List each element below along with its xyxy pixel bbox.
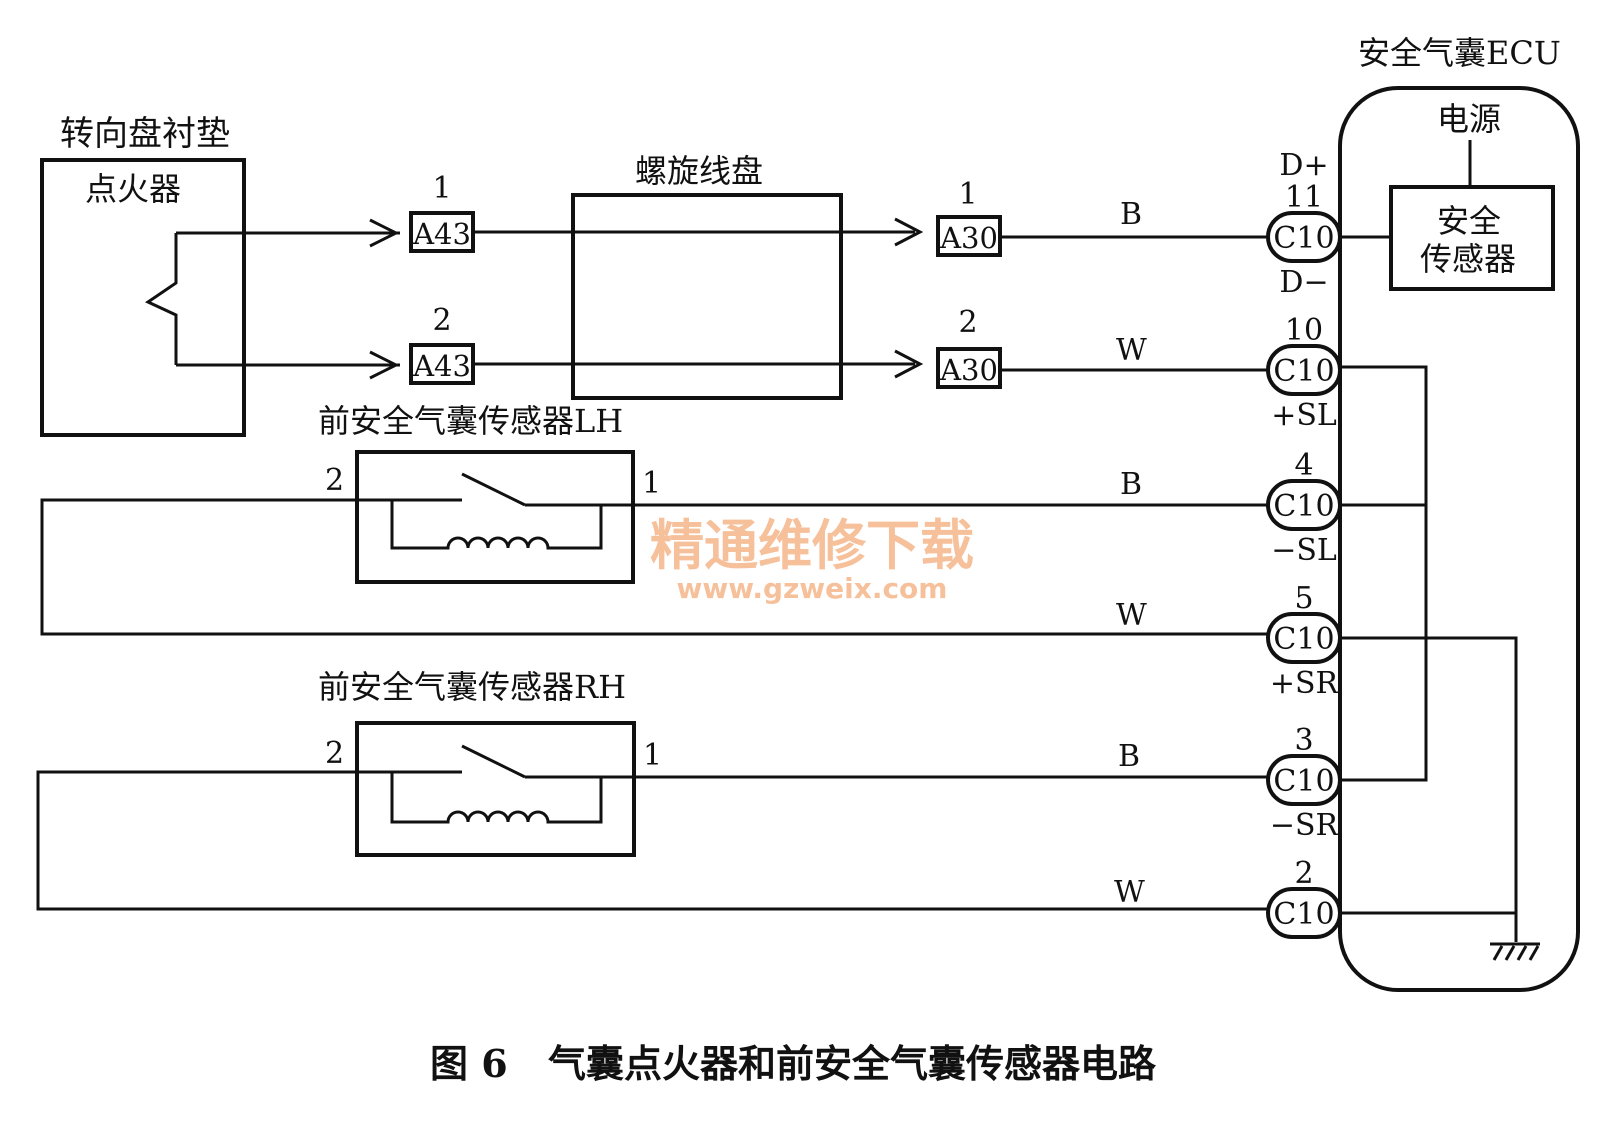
c10-terminal-body xyxy=(1266,211,1342,263)
a30-bottom-pin: 2 xyxy=(958,305,977,340)
c10-terminal-pin: 10 xyxy=(1285,313,1323,348)
c10-terminal-pin: 5 xyxy=(1294,581,1313,616)
spiral-cable-box xyxy=(571,193,843,400)
c10-terminal-body xyxy=(1266,612,1342,664)
sensor-rh-switch xyxy=(461,744,526,779)
wire-sl-plus-return xyxy=(40,498,1268,636)
c10-terminal-label: C10 xyxy=(1273,764,1334,799)
ecu-terminals: C1011D+D−C1010+SLC104−SLC105+SRC103−SRC1… xyxy=(1266,148,1342,939)
ecu-wire-sl-sr-link xyxy=(1340,365,1428,782)
c10-terminal-signal: +SR xyxy=(1270,666,1340,701)
c10-terminal-pin: 11 xyxy=(1285,180,1323,215)
c10-terminal: C10 5 +SR xyxy=(1266,581,1342,701)
c10-terminal-label: C10 xyxy=(1273,489,1334,524)
sensor-lh-coil xyxy=(390,500,603,550)
connector-a43-bottom: 2 A43 xyxy=(409,303,475,385)
steering-pad-box xyxy=(40,158,246,437)
a43-top-pin: 1 xyxy=(432,171,451,206)
sensor-lh-pin-right: 1 xyxy=(642,466,661,501)
safing-sensor-label-2: 传感器 xyxy=(1420,240,1516,278)
c10-terminal-signal: −SL xyxy=(1271,533,1337,568)
arrow-a43-bottom xyxy=(369,350,400,380)
connector-a30-bottom: 2 A30 xyxy=(936,305,1002,389)
c10-terminal: C10 10 +SL xyxy=(1266,313,1342,433)
a43-bottom-pin: 2 xyxy=(432,303,451,338)
c10-terminal-signal-above: D+ xyxy=(1279,148,1328,183)
c10-terminal-body xyxy=(1266,479,1342,531)
c10-terminal-label: C10 xyxy=(1273,354,1334,389)
ecu-title: 安全气囊ECU xyxy=(1358,34,1561,72)
igniter-symbol xyxy=(144,233,178,365)
c10-terminal-pin: 3 xyxy=(1294,723,1313,758)
wire-color-label: B xyxy=(1120,467,1142,502)
sensor-rh-pin-right: 1 xyxy=(643,738,662,773)
wire-color-labels: B W B W B W xyxy=(1114,197,1147,910)
wire-color-label: B xyxy=(1118,739,1140,774)
arrow-a43-top xyxy=(369,218,400,248)
sensor-lh-box xyxy=(355,450,635,584)
c10-terminal-signal: +SL xyxy=(1271,398,1337,433)
wire-color-label: W xyxy=(1116,598,1147,633)
c10-terminal-label: C10 xyxy=(1273,221,1334,256)
watermark: 精通维修下载 www.gzweix.com xyxy=(650,514,974,605)
steering-pad-block: 转向盘衬垫 点火器 xyxy=(40,114,246,437)
sensor-rh-box xyxy=(355,721,636,857)
c10-terminal-signal: D− xyxy=(1279,265,1328,300)
a43-top-label: A43 xyxy=(412,217,471,251)
a30-top-pin: 1 xyxy=(958,177,977,212)
steering-pad-title: 转向盘衬垫 xyxy=(60,114,230,154)
c10-terminal-label: C10 xyxy=(1273,897,1334,932)
connector-a43-top: 1 A43 xyxy=(409,171,475,253)
c10-terminal-pin: 4 xyxy=(1294,448,1313,483)
c10-terminal-body xyxy=(1266,754,1342,806)
c10-terminal: C10 4 −SL xyxy=(1266,448,1342,568)
ecu-power-label: 电源 xyxy=(1437,100,1501,138)
arrow-a30-top xyxy=(894,217,924,247)
spiral-cable-title: 螺旋线盘 xyxy=(635,152,763,190)
arrow-a30-bottom xyxy=(894,349,924,379)
connector-a30-top: 1 A30 xyxy=(936,177,1002,257)
c10-terminal-pin: 2 xyxy=(1294,856,1313,891)
wire-color-label: W xyxy=(1114,875,1145,910)
a30-top-label: A30 xyxy=(939,221,998,255)
sensor-rh-title: 前安全气囊传感器RH xyxy=(318,668,626,706)
c10-terminal: C10 3 −SR xyxy=(1266,723,1342,843)
c10-terminal-signal: −SR xyxy=(1270,808,1340,843)
a43-bottom-label: A43 xyxy=(412,349,471,383)
c10-terminal-body xyxy=(1266,887,1342,939)
ground-symbol xyxy=(1490,942,1540,961)
c10-terminal-label: C10 xyxy=(1273,622,1334,657)
a30-bottom-box xyxy=(936,347,1002,389)
safing-sensor-label-1: 安全 xyxy=(1437,202,1501,240)
ecu-wire-ground-path xyxy=(1340,636,1518,942)
wire-sr-plus-return xyxy=(36,770,1268,911)
sensor-lh-switch xyxy=(461,472,526,507)
watermark-title: 精通维修下载 xyxy=(650,514,974,577)
a30-bottom-label: A30 xyxy=(939,353,998,387)
sensor-lh-block: 前安全气囊传感器LH 2 1 xyxy=(318,402,661,584)
sensor-rh-coil xyxy=(390,772,603,824)
watermark-url: www.gzweix.com xyxy=(677,572,948,605)
sensor-rh-pin-left: 2 xyxy=(325,736,344,771)
c10-terminal: C10 11D+ D− xyxy=(1266,148,1342,300)
ecu-block: 安全气囊ECU 电源 安全 传感器 xyxy=(1338,34,1580,992)
wire-color-label: B xyxy=(1120,197,1142,232)
igniter-label: 点火器 xyxy=(85,170,181,208)
spiral-cable-block: 螺旋线盘 xyxy=(571,152,843,400)
caption-figure-number: 图 6 xyxy=(430,1041,508,1086)
sensor-rh-block: 前安全气囊传感器RH 2 1 xyxy=(318,668,662,857)
wire-color-label: W xyxy=(1116,333,1147,368)
figure-caption: 图 6 气囊点火器和前安全气囊传感器电路 xyxy=(430,1041,1157,1086)
ecu-box xyxy=(1338,86,1580,992)
caption-text: 气囊点火器和前安全气囊传感器电路 xyxy=(548,1041,1157,1086)
sensor-lh-title: 前安全气囊传感器LH xyxy=(318,402,623,440)
c10-terminal-body xyxy=(1266,344,1342,396)
sensor-lh-pin-left: 2 xyxy=(325,463,344,498)
